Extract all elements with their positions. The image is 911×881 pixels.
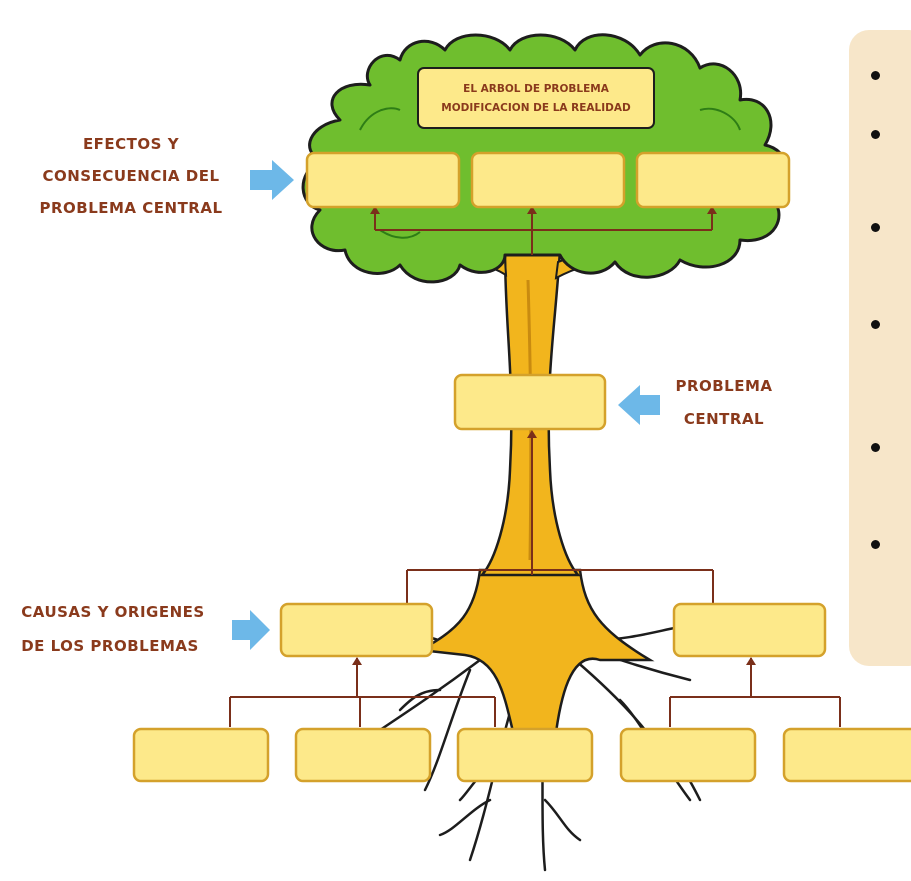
central-label-line-1: PROBLEMA [675,377,772,395]
effects-label: EFECTOS Y CONSECUENCIA DEL PROBLEMA CENT… [39,135,222,217]
causes-label: CAUSAS Y ORIGENES DE LOS PROBLEMAS [21,603,204,655]
effects-connectors [370,206,717,255]
sub-cause-box-3[interactable] [456,727,594,783]
bullet-4 [871,320,880,329]
central-connector [527,430,537,575]
causes-label-line-1: CAUSAS Y ORIGENES [21,603,204,621]
bullet-6 [871,540,880,549]
sub-cause-box-5[interactable] [782,727,911,783]
sub-cause-box-4[interactable] [619,727,757,783]
cause-box-2[interactable] [672,602,827,658]
causes-pointer-arrow [232,610,270,650]
effect-box-3[interactable] [635,151,791,209]
title-line-1: EL ARBOL DE PROBLEMA [463,83,610,95]
sub-cause-box-2[interactable] [294,727,432,783]
canopy-highlight [359,107,741,239]
title-line-2: MODIFICACION DE LA REALIDAD [441,102,631,114]
central-problem-box[interactable] [453,373,607,431]
effects-label-line-3: PROBLEMA CENTRAL [39,199,222,217]
central-label: PROBLEMA CENTRAL [675,377,772,428]
bullet-2 [871,130,880,139]
bullet-1 [871,71,880,80]
bullet-3 [871,223,880,232]
central-pointer-arrow [618,385,660,425]
central-label-line-2: CENTRAL [684,410,764,428]
causes-connectors [229,569,841,727]
effects-label-line-1: EFECTOS Y [83,135,180,153]
cause-box-1[interactable] [279,602,434,658]
sub-cause-box-1[interactable] [132,727,270,783]
effects-label-line-2: CONSECUENCIA DEL [42,167,219,185]
effect-box-2[interactable] [470,151,626,209]
bullet-5 [871,443,880,452]
causes-label-line-2: DE LOS PROBLEMAS [21,637,199,655]
notes-panel [849,30,911,666]
title-box [417,67,655,129]
effects-pointer-arrow [250,160,294,200]
effect-box-1[interactable] [305,151,461,209]
